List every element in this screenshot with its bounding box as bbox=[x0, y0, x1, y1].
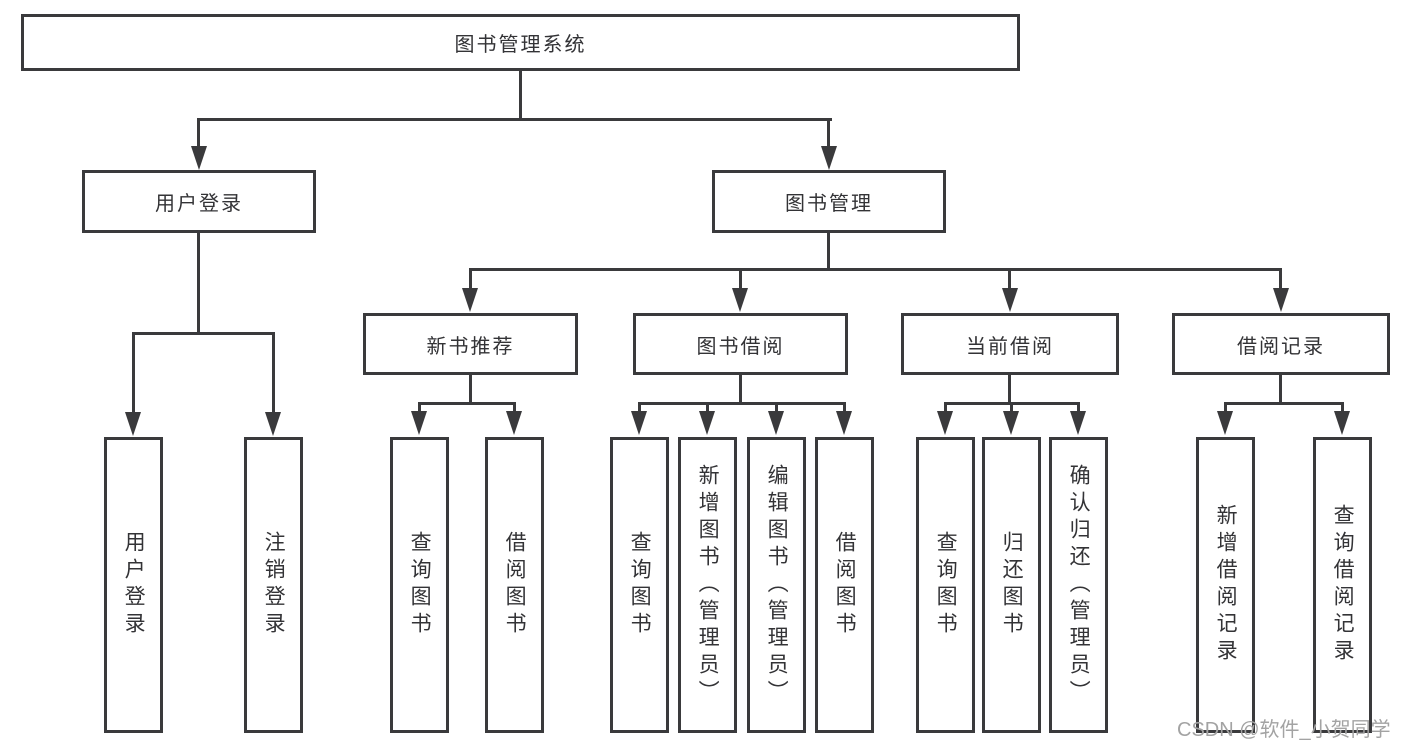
connector-root-bar bbox=[197, 118, 832, 121]
node-user-login: 用户登录 bbox=[82, 170, 316, 233]
connector-group2-bar bbox=[638, 402, 846, 405]
connector-group1-drop-1 bbox=[418, 402, 421, 412]
node-book-management: 图书管理 bbox=[712, 170, 946, 233]
node-book-borrow: 图书借阅 bbox=[633, 313, 848, 375]
connector-userlogin-drop-1 bbox=[132, 332, 135, 412]
arrow-down-icon bbox=[836, 411, 852, 435]
leaf-label: 查询借阅记录 bbox=[1331, 504, 1355, 666]
connector-bookmgmt-trunk bbox=[827, 232, 830, 270]
leaf-label: 查询图书 bbox=[628, 531, 652, 639]
connector-userlogin-drop-2 bbox=[272, 332, 275, 412]
connector-bookmgmt-bar bbox=[469, 268, 1282, 271]
leaf-newbooks-query: 查询图书 bbox=[390, 437, 449, 733]
connector-group2-trunk bbox=[739, 374, 742, 404]
arrow-down-icon bbox=[1003, 411, 1019, 435]
arrow-down-icon bbox=[191, 146, 207, 170]
leaf-current-return: 归还图书 bbox=[982, 437, 1041, 733]
connector-root-drop-right bbox=[827, 118, 830, 146]
arrow-down-icon bbox=[1070, 411, 1086, 435]
leaf-logout: 注销登录 bbox=[244, 437, 303, 733]
connector-root-trunk bbox=[519, 70, 522, 120]
connector-bookmgmt-drop-4 bbox=[1279, 268, 1282, 290]
arrow-down-icon bbox=[462, 288, 478, 312]
connector-group3-trunk bbox=[1008, 374, 1011, 404]
leaf-records-query: 查询借阅记录 bbox=[1313, 437, 1372, 733]
node-borrow-records: 借阅记录 bbox=[1172, 313, 1390, 375]
leaf-label: 查询图书 bbox=[934, 531, 958, 639]
leaf-label: 借阅图书 bbox=[503, 531, 527, 639]
node-new-book-recommend: 新书推荐 bbox=[363, 313, 578, 375]
leaf-label: 注销登录 bbox=[262, 531, 286, 639]
csdn-watermark: CSDN @软件_小贺同学 bbox=[1177, 719, 1391, 741]
leaf-borrow-add-admin: 新增图书（管理员） bbox=[678, 437, 737, 733]
connector-group2-drop-1 bbox=[638, 402, 641, 412]
connector-group2-drop-2 bbox=[706, 402, 709, 412]
leaf-label: 新增借阅记录 bbox=[1214, 504, 1238, 666]
leaf-label: 新增图书（管理员） bbox=[696, 463, 720, 707]
arrow-down-icon bbox=[1217, 411, 1233, 435]
arrow-down-icon bbox=[768, 411, 784, 435]
connector-group3-drop-2 bbox=[1010, 402, 1013, 412]
leaf-label: 确认归还（管理员） bbox=[1067, 463, 1091, 707]
connector-bookmgmt-drop-2 bbox=[739, 268, 742, 290]
arrow-down-icon bbox=[1273, 288, 1289, 312]
connector-group4-drop-2 bbox=[1341, 402, 1344, 412]
arrow-down-icon bbox=[699, 411, 715, 435]
leaf-label: 编辑图书（管理员） bbox=[765, 463, 789, 707]
leaf-borrow-edit-admin: 编辑图书（管理员） bbox=[747, 437, 806, 733]
node-root: 图书管理系统 bbox=[21, 14, 1020, 71]
leaf-current-query: 查询图书 bbox=[916, 437, 975, 733]
connector-group3-drop-3 bbox=[1077, 402, 1080, 412]
arrow-down-icon bbox=[506, 411, 522, 435]
leaf-label: 借阅图书 bbox=[833, 531, 857, 639]
leaf-newbooks-borrow: 借阅图书 bbox=[485, 437, 544, 733]
connector-group4-drop-1 bbox=[1224, 402, 1227, 412]
arrow-down-icon bbox=[265, 412, 281, 436]
leaf-label: 用户登录 bbox=[122, 531, 146, 639]
connector-group1-drop-2 bbox=[513, 402, 516, 412]
leaf-user-login: 用户登录 bbox=[104, 437, 163, 733]
leaf-records-add: 新增借阅记录 bbox=[1196, 437, 1255, 733]
connector-group4-trunk bbox=[1279, 374, 1282, 404]
arrow-down-icon bbox=[411, 411, 427, 435]
node-current-borrow: 当前借阅 bbox=[901, 313, 1119, 375]
connector-group1-bar bbox=[418, 402, 516, 405]
arrow-down-icon bbox=[821, 146, 837, 170]
connector-group1-trunk bbox=[469, 374, 472, 404]
connector-bookmgmt-drop-1 bbox=[469, 268, 472, 290]
arrow-down-icon bbox=[937, 411, 953, 435]
arrow-down-icon bbox=[1002, 288, 1018, 312]
arrow-down-icon bbox=[125, 412, 141, 436]
connector-group3-drop-1 bbox=[944, 402, 947, 412]
connector-group4-bar bbox=[1224, 402, 1344, 405]
arrow-down-icon bbox=[1334, 411, 1350, 435]
leaf-borrow-book: 借阅图书 bbox=[815, 437, 874, 733]
connector-root-drop-left bbox=[197, 118, 200, 146]
leaf-borrow-query: 查询图书 bbox=[610, 437, 669, 733]
leaf-current-confirm-admin: 确认归还（管理员） bbox=[1049, 437, 1108, 733]
arrow-down-icon bbox=[732, 288, 748, 312]
leaf-label: 查询图书 bbox=[408, 531, 432, 639]
leaf-label: 归还图书 bbox=[1000, 531, 1024, 639]
connector-bookmgmt-drop-3 bbox=[1008, 268, 1011, 290]
connector-group2-drop-3 bbox=[775, 402, 778, 412]
connector-group2-drop-4 bbox=[843, 402, 846, 412]
connector-userlogin-bar bbox=[132, 332, 275, 335]
arrow-down-icon bbox=[631, 411, 647, 435]
connector-userlogin-trunk bbox=[197, 232, 200, 333]
